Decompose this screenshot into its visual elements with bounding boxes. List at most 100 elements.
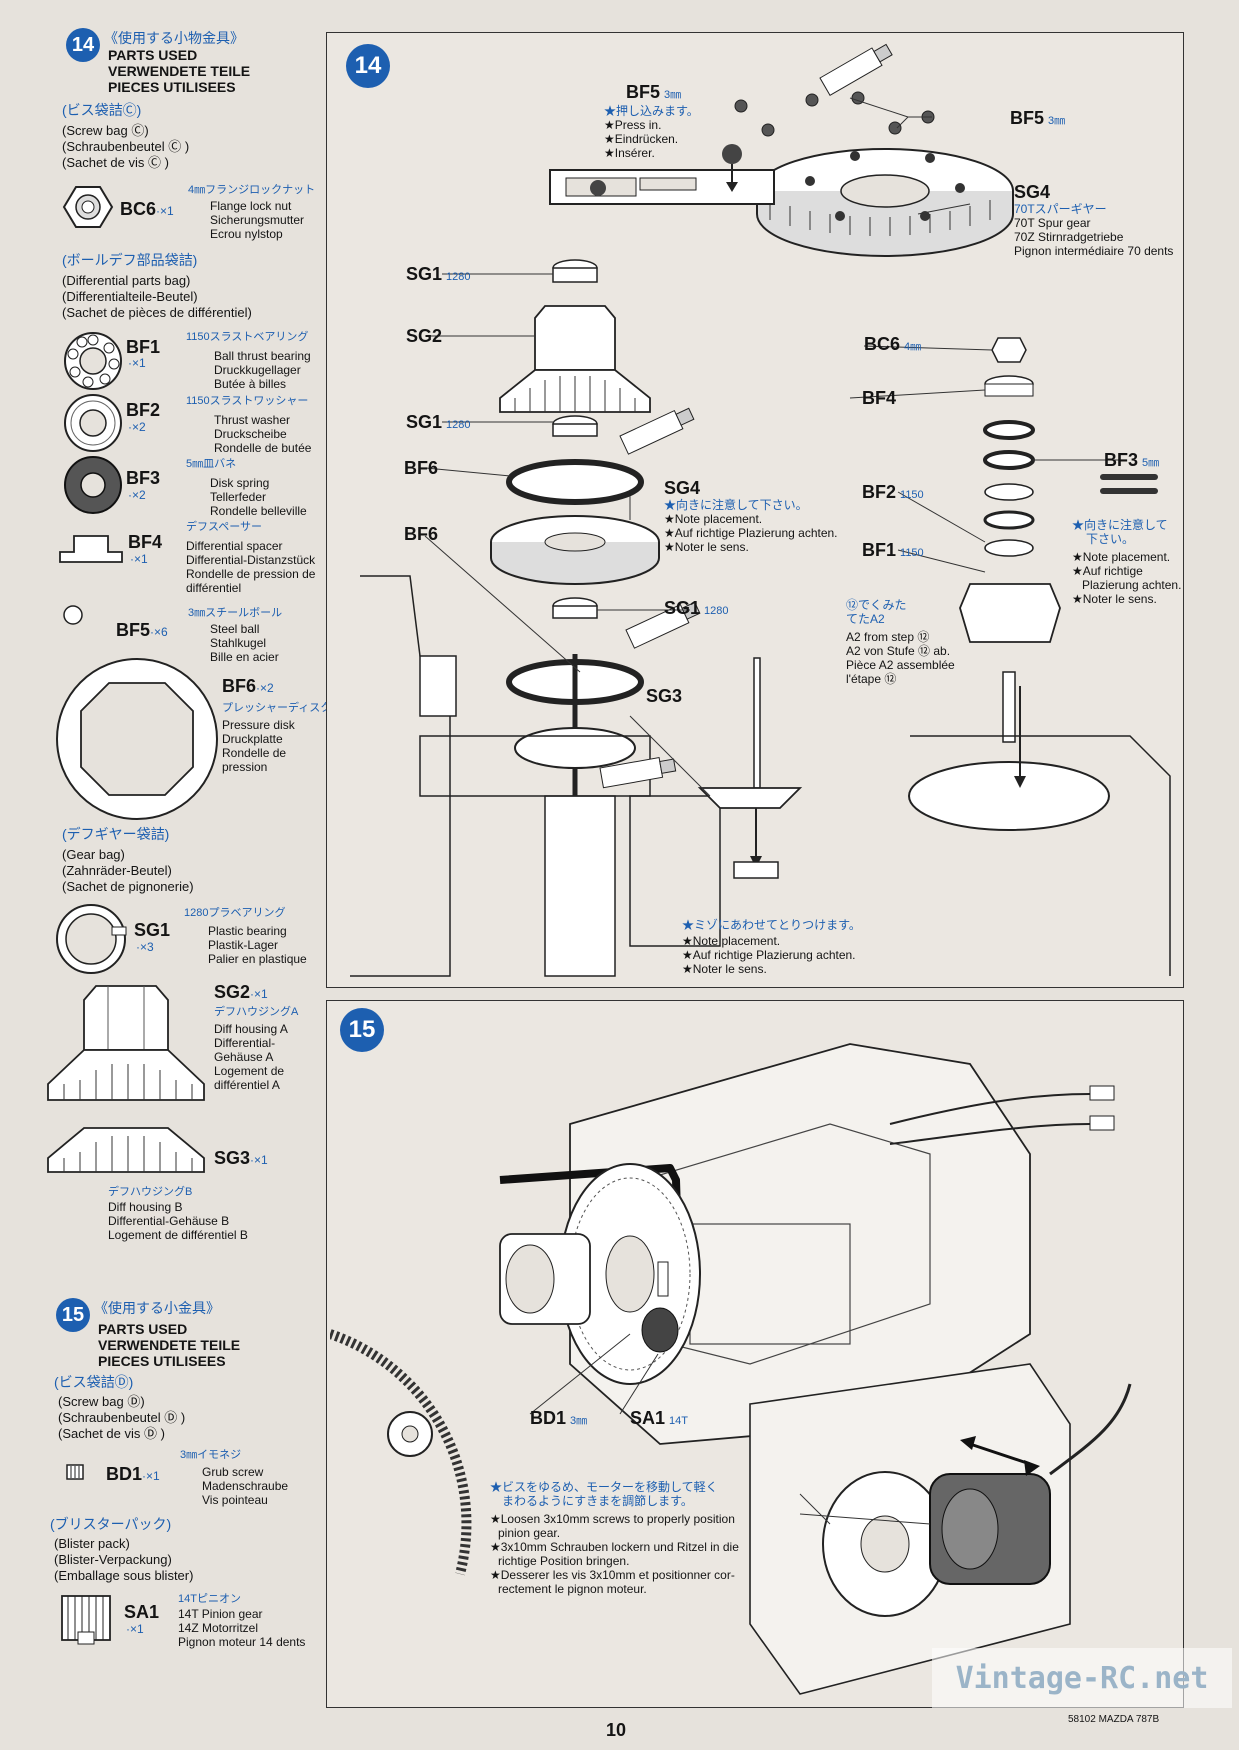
plastic-bearing-icon [56, 904, 127, 974]
sg1b-unit: 1280 [446, 419, 471, 431]
sa1-en: 14T Pinion gear [178, 1607, 263, 1621]
bf2-step-unit: 1150 [900, 489, 924, 501]
step15-note-jp2: まわるようにすきまを調節します。 [502, 1494, 693, 1508]
sg4-top-label: SG4 [1014, 182, 1051, 202]
bag-d-en: (Screw bag Ⓓ) [58, 1394, 145, 1409]
sg3-fr: Logement de différentiel B [108, 1228, 248, 1242]
bf3-jp: 5㎜皿バネ [186, 458, 237, 470]
bf6-code-row: BF6·×2 [222, 676, 274, 697]
bf3-note-en: ★Note placement. [1072, 550, 1171, 564]
sg1b-code: SG1 [406, 412, 443, 432]
parts-used-fr: PIECES UTILISEES [108, 79, 236, 95]
bf3-note-jp2: 下さい。 [1086, 532, 1135, 546]
bag-c-fr: (Sachet de vis Ⓒ ) [62, 155, 169, 170]
bf6-de: Druckplatte [222, 732, 283, 746]
sa1-code: SA1 [124, 1602, 160, 1622]
sg2-code-row: SG2·×1 [214, 982, 268, 1003]
bc6-fr: Ecrou nylstop [210, 227, 283, 241]
sg3-note: ★ミゾにあわせてとりつけます。 ★Note placement. ★Auf ri… [682, 918, 861, 976]
step15-note-fr1: ★Desserer les vis 3x10mm et positionner … [490, 1568, 735, 1582]
sa1-step-code: SA1 [630, 1408, 666, 1428]
bf3-fr: Rondelle belleville [210, 504, 307, 518]
sg1-de: Plastik-Lager [208, 938, 279, 952]
bf3-qty: ·×2 [128, 488, 146, 502]
bf1-jp: 1150スラストベアリング [186, 331, 309, 343]
bf3-code: BF3 [126, 468, 161, 488]
sg1-fr: Palier en plastique [208, 952, 307, 966]
bf1-de: Druckkugellager [214, 363, 301, 377]
bag-d-fr: (Sachet de vis Ⓓ ) [58, 1426, 165, 1441]
sg3-note-en: ★Note placement. [682, 934, 781, 948]
step-14-badge: 14 [66, 28, 100, 62]
press-in-note: ★押し込みます。 ★Press in. ★Eindrücken. ★Insére… [604, 104, 699, 160]
diff-housing-b-icon [47, 1127, 205, 1173]
bf6-fr2: pression [222, 760, 268, 774]
sg1-code: SG1 [134, 920, 171, 940]
sg1a-code: SG1 [406, 264, 443, 284]
press-in-de: ★Eindrücken. [604, 132, 679, 146]
sg4-mid-en: ★Note placement. [664, 512, 763, 526]
bf6-jp: プレッシャーディスク [222, 702, 332, 714]
bd1-qty: ·×1 [142, 1469, 160, 1483]
bf4-code: BF4 [128, 532, 163, 552]
bf1-fr: Butée à billes [214, 377, 287, 391]
step15-note-de1: ★3x10mm Schrauben lockern und Ritzel in … [490, 1540, 739, 1554]
sg3-note-jp: ★ミゾにあわせてとりつけます。 [682, 918, 861, 932]
bc6-step-code: BC6 [864, 334, 901, 354]
sg1a-unit: 1280 [446, 271, 471, 283]
bf5-code: BF5 [116, 620, 151, 640]
sg4-top-de: 70Z Stirnradgetriebe [1014, 230, 1124, 244]
sg4-top-desc: 70Tスパーギヤー 70T Spur gear 70Z Stirnradgetr… [1014, 202, 1173, 258]
bf2-jp: 1150スラストワッシャー [186, 395, 309, 407]
page-number: 10 [606, 1720, 627, 1740]
bf5-top-code: BF5 [626, 82, 661, 102]
sg3-de: Differential-Gehäuse B [108, 1214, 230, 1228]
parts15-used-de: VERWENDETE TEILE [98, 1337, 241, 1353]
step15-note-de2: richtige Position bringen. [498, 1554, 630, 1568]
sg4-top-jp: 70Tスパーギヤー [1014, 202, 1107, 216]
bf3-step-unit: 5㎜ [1142, 457, 1160, 469]
blister-fr: (Emballage sous blister) [54, 1568, 194, 1583]
a2-note: ⑫でくみた てたA2 A2 from step ⑫ A2 von Stufe ⑫… [846, 598, 955, 686]
diff-bag-fr: (Sachet de pièces de différentiel) [62, 305, 252, 320]
sg3-code: SG3 [214, 1148, 251, 1168]
bf2-step-code: BF2 [862, 482, 897, 502]
bf1-step-code: BF1 [862, 540, 897, 560]
bf4-fr2: différentiel [186, 581, 242, 595]
bf3-en: Disk spring [210, 476, 270, 490]
bf1-en: Ball thrust bearing [214, 349, 311, 363]
sg1-jp: 1280プラベアリング [184, 907, 286, 919]
sa1-jp: 14Tピニオン [178, 1593, 241, 1605]
sg4-mid-note: ★向きに注意して下さい。 ★Note placement. ★Auf richt… [664, 498, 838, 554]
press-in-en: ★Press in. [604, 118, 662, 132]
bc6-step-unit: 4㎜ [904, 341, 922, 353]
steel-ball-icon [63, 605, 83, 625]
sg1-en: Plastic bearing [208, 924, 287, 938]
sg3-jp: デフハウジングB [108, 1186, 193, 1198]
bf5-fr: Bille en acier [210, 650, 279, 664]
step15-note-en1: ★Loosen 3x10mm screws to properly positi… [490, 1512, 735, 1526]
product-code: 58102 MAZDA 787B [1068, 1714, 1160, 1725]
step-14-illustration [350, 43, 1171, 977]
pressure-disk-icon [56, 658, 218, 820]
parts15-used-fr: PIECES UTILISEES [98, 1353, 226, 1369]
disk-spring-icon [64, 456, 122, 514]
bf3-note-de2: Plazierung achten. [1082, 578, 1182, 592]
sg2-de2: Gehäuse A [214, 1050, 274, 1064]
sg1-qty: ·×3 [136, 940, 154, 954]
bf5-jp: 3㎜スチールボール [188, 607, 283, 619]
bd1-en: Grub screw [202, 1465, 264, 1479]
sa1-fr: Pignon moteur 14 dents [178, 1635, 306, 1649]
a2-fr1: Pièce A2 assemblée [846, 658, 955, 672]
sg2-qty: ·×1 [250, 987, 268, 1001]
bd1-code: BD1 [106, 1464, 143, 1484]
parts-used-en: PARTS USED [108, 47, 198, 63]
sg3-en: Diff housing B [108, 1200, 183, 1214]
